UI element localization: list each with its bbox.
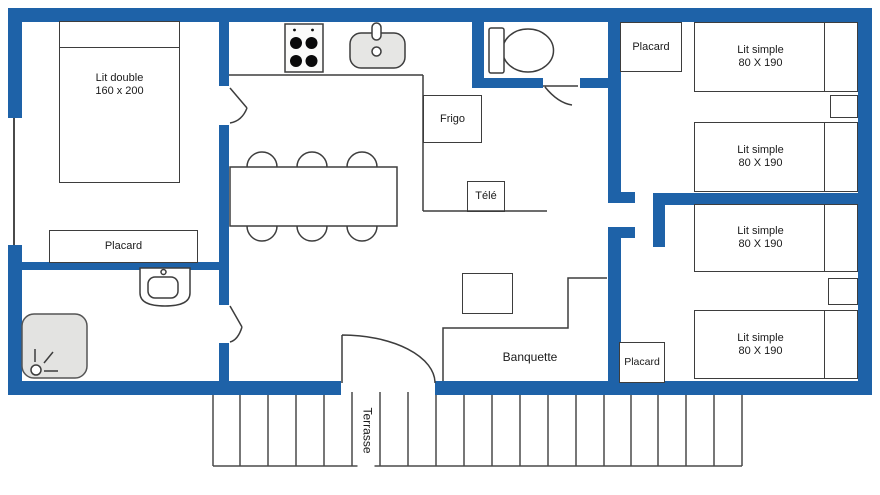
- single-bed-4: Lit simple 80 X 190: [694, 310, 858, 379]
- single-bed-2-size: 80 X 190: [738, 157, 783, 169]
- single-bed-3: Lit simple 80 X 190: [694, 204, 858, 272]
- closet-master-bedroom: Placard: [49, 230, 198, 263]
- closet-bedroom-bottom: Placard: [619, 342, 665, 383]
- single-bed-2-name: Lit simple: [737, 144, 784, 156]
- wall-bathroom-top: [16, 262, 229, 270]
- shower-head-icon: [30, 349, 58, 376]
- fridge-box: Frigo: [423, 95, 482, 143]
- dining-table: [229, 166, 398, 227]
- single-bed-1-pillow: [824, 23, 857, 91]
- tv-label: Télé: [475, 190, 497, 202]
- wall-bedrooms-divider-v: [653, 193, 665, 247]
- wall-bedroom-kitchen-b: [219, 125, 229, 270]
- double-bed-label: Lit double 160 x 200: [60, 72, 179, 98]
- single-bed-1-size: 80 X 190: [738, 57, 783, 69]
- single-bed-1: Lit simple 80 X 190: [694, 22, 858, 92]
- wall-bedrooms-divider-h: [653, 193, 872, 205]
- bench-label: Banquette: [502, 350, 558, 364]
- entry-door-arc: [341, 334, 436, 384]
- wall-bottom-left: [8, 381, 341, 395]
- closet-master-label: Placard: [104, 240, 143, 252]
- kitchen-sink-icon: [349, 22, 406, 69]
- single-bed-2: Lit simple 80 X 190: [694, 122, 858, 192]
- nightstand-top: [830, 95, 858, 118]
- wall-left-lower: [8, 245, 22, 395]
- wall-wing-upper: [608, 22, 621, 203]
- side-table: [462, 273, 513, 314]
- single-bed-1-label: Lit simple 80 X 190: [695, 44, 826, 70]
- single-bed-4-size: 80 X 190: [738, 344, 783, 357]
- toilet-icon: [488, 27, 555, 74]
- terrace-label: Terrasse: [357, 390, 375, 471]
- wall-wc-bottom: [472, 78, 543, 88]
- double-bed-name: Lit double: [95, 72, 144, 84]
- closet-bedroom-bottom-label: Placard: [624, 356, 660, 368]
- wall-left-upper: [8, 8, 22, 118]
- closet-bedroom-top-label: Placard: [632, 40, 670, 53]
- single-bed-4-label: Lit simple 80 X 190: [695, 332, 826, 358]
- single-bed-4-name: Lit simple: [737, 331, 784, 344]
- double-bed-pillow: [60, 22, 179, 48]
- wall-bathroom-right-a: [219, 270, 229, 305]
- single-bed-3-size: 80 X 190: [738, 238, 783, 250]
- shower-tray-icon: [21, 313, 88, 379]
- wall-wing-lower: [608, 227, 621, 381]
- wall-top: [8, 8, 872, 22]
- bathroom-sink-icon: [139, 267, 191, 307]
- single-bed-3-pillow: [824, 205, 857, 271]
- fridge-label: Frigo: [439, 112, 466, 125]
- bathroom-door-arc: [229, 305, 243, 343]
- double-bed-size: 160 x 200: [95, 85, 144, 97]
- tv-box: Télé: [467, 181, 505, 212]
- wall-wc-bottom-stub: [580, 78, 610, 88]
- stove-icon: [284, 23, 324, 73]
- terrace-slats: [212, 392, 743, 467]
- window-master-bedroom: [13, 118, 15, 245]
- nightstand-bottom: [828, 278, 858, 305]
- single-bed-1-name: Lit simple: [737, 44, 784, 56]
- dining-chair-icon: [246, 151, 378, 242]
- wall-wc-left: [472, 22, 484, 86]
- single-bed-3-label: Lit simple 80 X 190: [695, 225, 826, 251]
- single-bed-3-name: Lit simple: [737, 225, 784, 237]
- single-bed-2-label: Lit simple 80 X 190: [695, 144, 826, 170]
- wall-bathroom-right-b: [219, 343, 229, 381]
- wc-door-arc: [543, 85, 578, 106]
- wall-wing-stub-bottom: [608, 227, 635, 238]
- wall-bedroom-kitchen-a: [219, 22, 229, 86]
- wall-bottom-right: [435, 381, 872, 395]
- closet-bedroom-top: Placard: [620, 22, 682, 72]
- single-bed-4-pillow: [824, 311, 857, 378]
- single-bed-2-pillow: [824, 123, 857, 191]
- wall-wing-stub-top: [608, 192, 635, 203]
- double-bed: Lit double 160 x 200: [59, 21, 180, 183]
- bedroom-door-arc: [229, 87, 248, 124]
